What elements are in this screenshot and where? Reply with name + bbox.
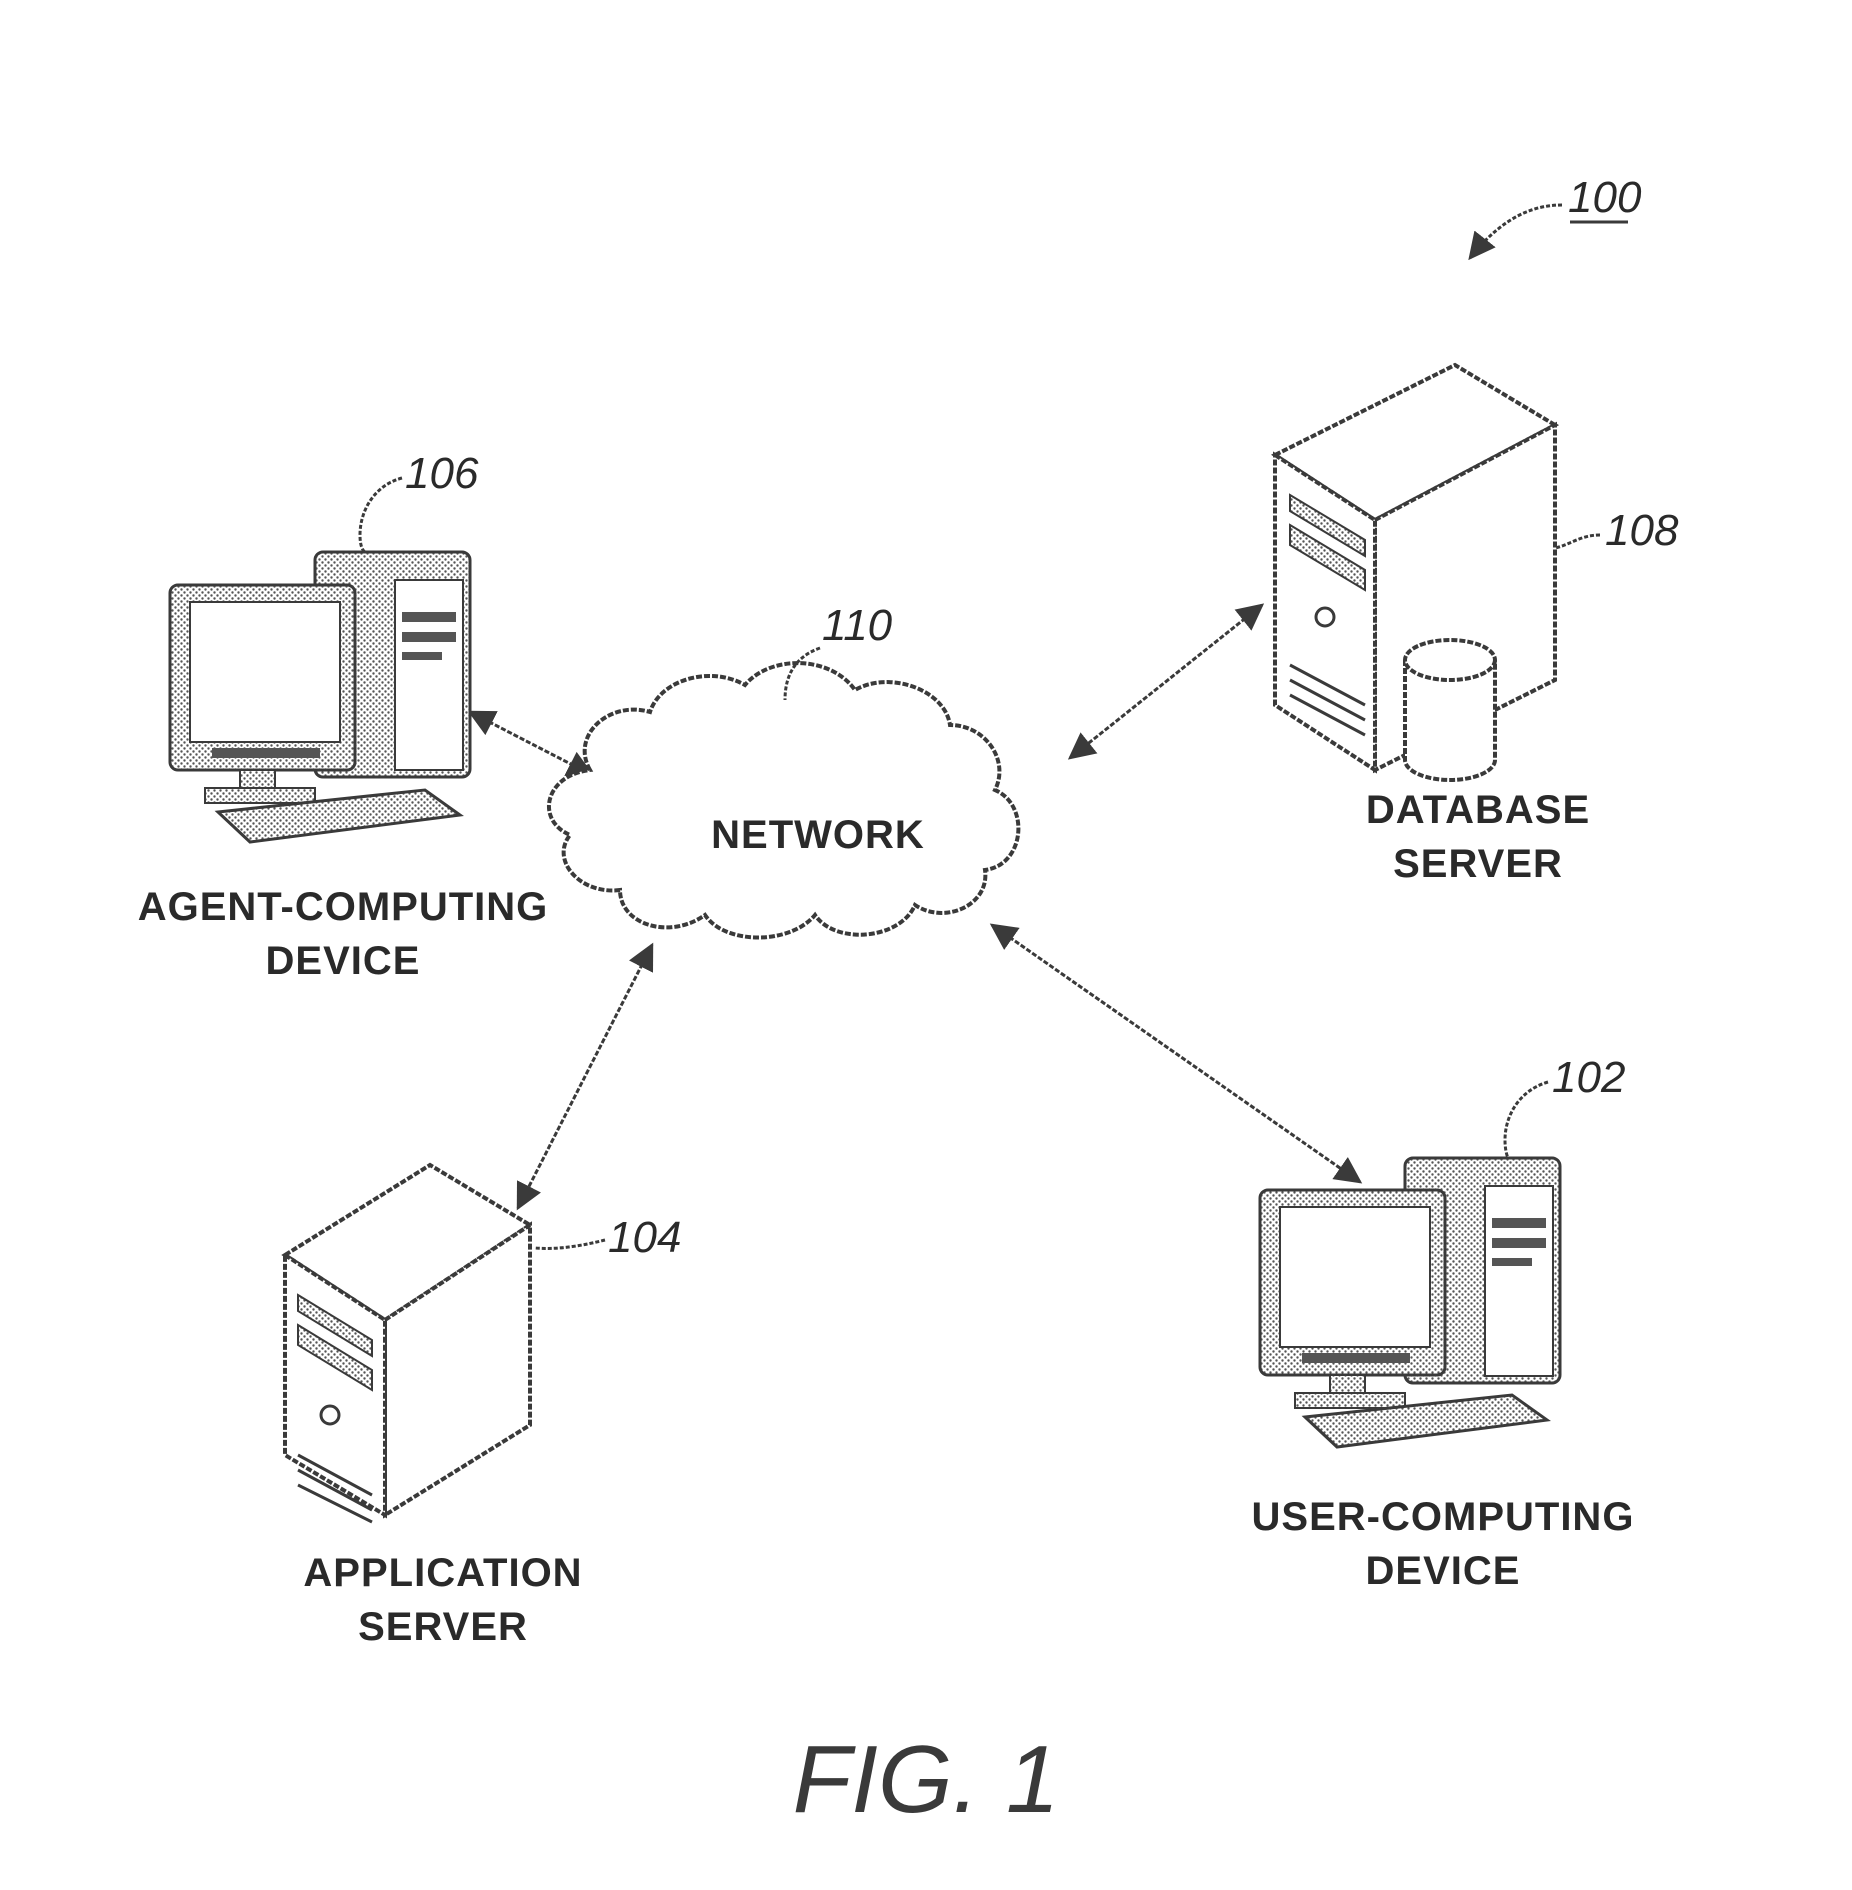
figure-reference: 100 [1470, 173, 1642, 258]
user-device-label-line-1: USER-COMPUTING [1252, 1495, 1635, 1539]
link-agent-network [470, 712, 592, 775]
application-server-ref: 104 [608, 1213, 681, 1262]
application-server: 104 APPLICATION SERVER [285, 1165, 681, 1649]
database-server: 108 DATABASE SERVER [1275, 365, 1679, 886]
reference-arrow [1470, 205, 1562, 258]
network-ref: 110 [822, 601, 893, 650]
user-device-label-line-2: DEVICE [1366, 1549, 1521, 1593]
application-server-label-line-2: SERVER [358, 1605, 528, 1649]
database-server-label-line-2: SERVER [1393, 842, 1563, 886]
database-server-label-line-1: DATABASE [1366, 788, 1590, 832]
database-server-icon [1275, 365, 1555, 780]
user-device-ref: 102 [1552, 1053, 1625, 1102]
application-server-label-line-1: APPLICATION [303, 1551, 582, 1595]
link-user-network [992, 925, 1360, 1182]
network-node: NETWORK 110 [549, 601, 1018, 938]
user-device-ref-leader [1505, 1082, 1548, 1158]
agent-device-ref: 106 [405, 449, 479, 498]
network-label: NETWORK [711, 813, 925, 857]
desktop-computer-icon [1260, 1158, 1560, 1447]
user-computing-device: 102 USER-COMPUTING DEVICE [1252, 1053, 1635, 1593]
link-application-network [518, 945, 652, 1208]
figure-caption: FIG. 1 [793, 1726, 1060, 1833]
desktop-computer-icon [170, 552, 470, 842]
application-server-ref-leader [535, 1240, 605, 1248]
link-database-network [1070, 605, 1262, 758]
agent-device-ref-leader [360, 478, 402, 552]
database-server-ref: 108 [1605, 506, 1679, 555]
agent-device-label-line-1: AGENT-COMPUTING [138, 885, 549, 929]
figure-reference-number: 100 [1568, 173, 1642, 222]
agent-computing-device: 106 AGENT-COMPUTING DEVICE [138, 449, 549, 983]
tower-server-icon [285, 1165, 530, 1522]
database-server-ref-leader [1555, 535, 1600, 548]
cloud-icon [549, 663, 1018, 937]
agent-device-label-line-2: DEVICE [266, 939, 421, 983]
